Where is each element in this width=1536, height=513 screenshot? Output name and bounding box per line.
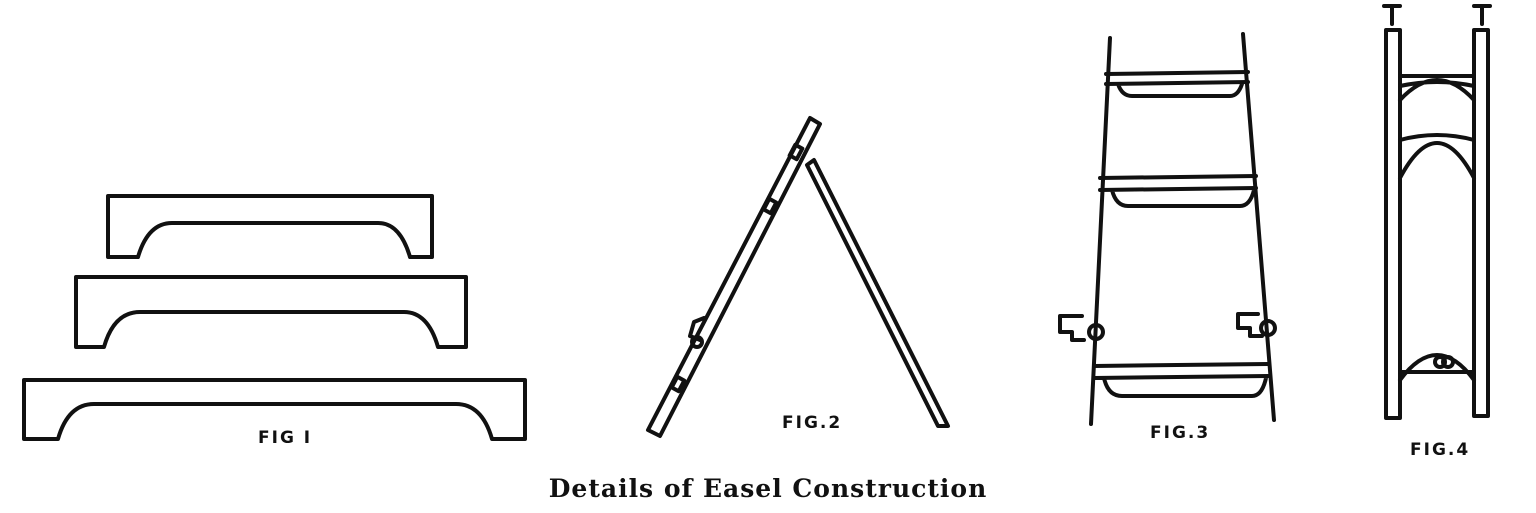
fig1-crossbars xyxy=(22,194,527,441)
fig3-crossbar-middle xyxy=(1098,174,1258,208)
fig2-peg-block xyxy=(761,196,779,216)
fig3-right-leg xyxy=(1241,32,1276,422)
fig4-arch-top xyxy=(1398,74,1476,102)
fig2-rear-leg xyxy=(805,158,950,428)
fig4-back-frame xyxy=(1382,4,1492,420)
fig3-crossbar-top xyxy=(1104,70,1250,98)
fig2-side-view xyxy=(646,116,950,438)
fig4-label: FIG.4 xyxy=(1410,440,1471,460)
fig1-crossbar-top xyxy=(106,194,434,259)
fig4-arch-middle xyxy=(1398,133,1476,180)
fig4-left-rail xyxy=(1384,28,1402,420)
fig2-lower-block xyxy=(669,374,687,394)
fig3-crossbar-bottom xyxy=(1092,362,1270,398)
diagram-caption: Details of Easel Construction xyxy=(548,474,988,503)
fig3-left-bracket xyxy=(1058,314,1086,342)
fig2-bolt xyxy=(690,335,704,349)
fig3-front-frame xyxy=(1058,32,1277,426)
fig3-left-bolt xyxy=(1087,323,1105,341)
fig2-label: FIG.2 xyxy=(782,413,843,433)
fig3-label: FIG.3 xyxy=(1150,423,1211,443)
fig2-hinge-block xyxy=(787,142,805,162)
fig3-right-bolt xyxy=(1259,319,1277,337)
fig4-bottom-bolt-right xyxy=(1441,355,1455,369)
fig4-arch-bottom xyxy=(1398,353,1476,382)
fig3-right-bracket xyxy=(1236,312,1264,338)
fig1-crossbar-middle xyxy=(74,275,468,349)
fig1-label: FIG I xyxy=(258,428,313,448)
fig4-right-rail xyxy=(1472,28,1490,418)
fig1-crossbar-bottom xyxy=(22,378,527,441)
fig2-front-leg xyxy=(646,116,822,438)
fig3-left-leg xyxy=(1089,36,1112,426)
